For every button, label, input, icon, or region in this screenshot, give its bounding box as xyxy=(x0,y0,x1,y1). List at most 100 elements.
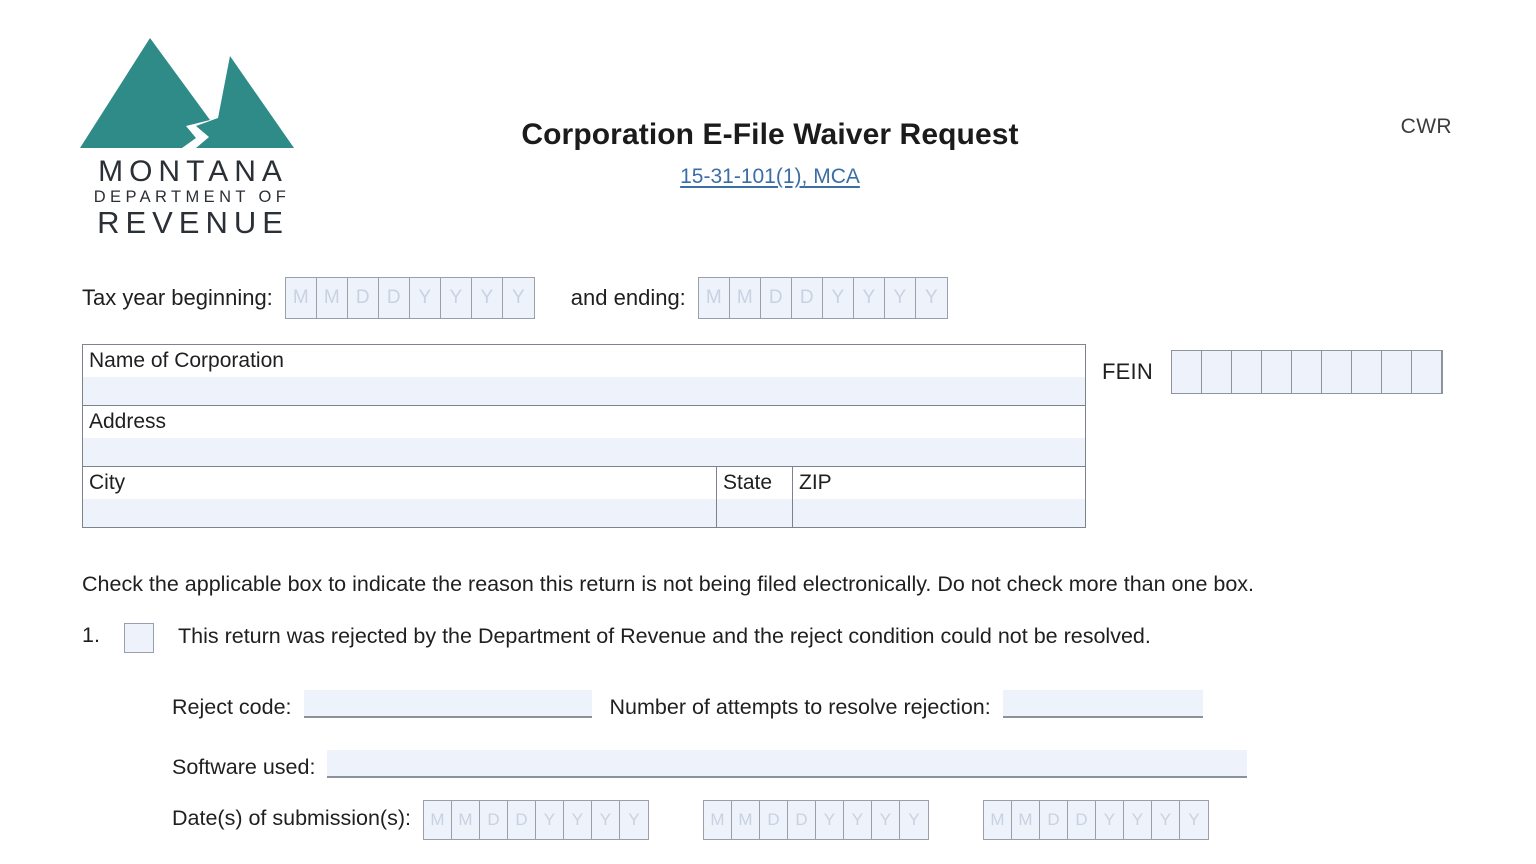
submission-date-3-cell-2[interactable]: M xyxy=(1012,801,1040,839)
address-label: Address xyxy=(89,410,167,433)
tax-year-beginning-cell-1[interactable]: M xyxy=(286,278,317,318)
submission-date-2-cell-4[interactable]: D xyxy=(788,801,816,839)
fein-cell-9[interactable] xyxy=(1412,351,1442,393)
submission-date-2-cell-6[interactable]: Y xyxy=(844,801,872,839)
submission-date-3-cell-3[interactable]: D xyxy=(1040,801,1068,839)
fein-label: FEIN xyxy=(1102,359,1153,384)
tax-year-beginning-cell-5[interactable]: Y xyxy=(410,278,441,318)
attempts-input[interactable] xyxy=(1002,690,1203,718)
tax-year-ending-cell-1[interactable]: M xyxy=(699,278,730,318)
name-of-corporation-input[interactable] xyxy=(83,377,1085,405)
submission-dates-label: Date(s) of submission(s): xyxy=(172,806,411,830)
form-code-label: CWR xyxy=(1400,115,1452,138)
item-1-checkbox[interactable] xyxy=(124,623,154,653)
reject-code-input[interactable] xyxy=(303,690,592,718)
tax-year-ending-cell-6[interactable]: Y xyxy=(854,278,885,318)
page-title: Corporation E-File Waiver Request xyxy=(521,118,1019,151)
tax-year-beginning-cell-8[interactable]: Y xyxy=(511,287,525,308)
address-cell[interactable]: Address xyxy=(83,406,1085,466)
tax-year-ending-cell-3[interactable]: D xyxy=(761,278,792,318)
submission-date-1-cell-8[interactable]: Y xyxy=(628,810,640,829)
submission-date-1-cell-7[interactable]: Y xyxy=(592,801,620,839)
form-header: MONTANA DEPARTMENT OF REVENUE Corporatio… xyxy=(0,0,1536,265)
submission-date-2-cell-5[interactable]: Y xyxy=(816,801,844,839)
instruction-text: Check the applicable box to indicate the… xyxy=(82,572,1255,596)
fein-cell-3[interactable] xyxy=(1232,351,1262,393)
zip-input[interactable] xyxy=(793,499,1085,527)
taxpayer-address-block: Name of Corporation Address City State Z… xyxy=(82,344,1086,528)
agency-logo: MONTANA DEPARTMENT OF REVENUE xyxy=(78,34,306,240)
submission-date-1-cell-1[interactable]: M xyxy=(424,801,452,839)
submission-date-1-cell-4[interactable]: D xyxy=(508,801,536,839)
tax-year-ending-cell-7[interactable]: Y xyxy=(885,278,916,318)
fein-cell-8[interactable] xyxy=(1382,351,1412,393)
fein-cell-6[interactable] xyxy=(1322,351,1352,393)
zip-label: ZIP xyxy=(799,471,832,494)
item-1-number: 1. xyxy=(82,623,100,647)
tax-year-ending-cell-2[interactable]: M xyxy=(730,278,761,318)
state-input[interactable] xyxy=(717,499,792,527)
wordmark-department-of: DEPARTMENT OF xyxy=(93,188,291,207)
submission-date-3-cell-4[interactable]: D xyxy=(1068,801,1096,839)
submission-date-2-cell-2[interactable]: M xyxy=(732,801,760,839)
tax-year-ending-cell-8[interactable]: Y xyxy=(924,287,938,308)
submission-date-3-cell-6[interactable]: Y xyxy=(1124,801,1152,839)
tax-year-beginning-cell-4[interactable]: D xyxy=(379,278,410,318)
tax-year-beginning-cell-2[interactable]: M xyxy=(317,278,348,318)
submission-date-1-cell-3[interactable]: D xyxy=(480,801,508,839)
submission-date-2-cell-1[interactable]: M xyxy=(704,801,732,839)
software-used-input[interactable] xyxy=(327,750,1248,778)
fein-cell-5[interactable] xyxy=(1292,351,1322,393)
city-input[interactable] xyxy=(83,499,716,527)
submission-date-3-cell-5[interactable]: Y xyxy=(1096,801,1124,839)
submission-date-1-cell-6[interactable]: Y xyxy=(564,801,592,839)
wordmark-montana: MONTANA xyxy=(98,155,288,188)
statute-link[interactable]: 15-31-101(1), MCA xyxy=(680,165,860,188)
state-label: State xyxy=(723,471,773,494)
submission-date-1-cell-2[interactable]: M xyxy=(452,801,480,839)
fein-cell-2[interactable] xyxy=(1202,351,1232,393)
tax-year-beginning-cell-3[interactable]: D xyxy=(348,278,379,318)
submission-date-3-cell-7[interactable]: Y xyxy=(1152,801,1180,839)
title-block: Corporation E-File Waiver Request 15-31-… xyxy=(380,118,1160,189)
software-used-row: Software used: xyxy=(172,746,1248,780)
tax-year-ending-cell-4[interactable]: D xyxy=(792,278,823,318)
submission-date-2-cell-7[interactable]: Y xyxy=(872,801,900,839)
state-cell[interactable]: State xyxy=(717,467,793,527)
fein-input[interactable] xyxy=(1170,350,1443,394)
zip-cell[interactable]: ZIP xyxy=(793,467,1085,527)
fein-cell-7[interactable] xyxy=(1352,351,1382,393)
agency-wordmark: MONTANA DEPARTMENT OF REVENUE xyxy=(78,156,302,240)
tax-year-ending-label: and ending: xyxy=(570,285,686,310)
address-input[interactable] xyxy=(83,438,1085,466)
city-state-zip-row: City State ZIP xyxy=(83,467,1085,527)
tax-year-beginning-label: Tax year beginning: xyxy=(82,285,273,310)
fein-cell-1[interactable] xyxy=(1172,351,1202,393)
fein-cell-4[interactable] xyxy=(1262,351,1292,393)
submission-date-3-cell-8[interactable]: Y xyxy=(1188,810,1200,829)
submission-date-2-cell-8[interactable]: Y xyxy=(908,810,920,829)
city-cell[interactable]: City xyxy=(83,467,717,527)
reject-code-label: Reject code: xyxy=(172,695,292,719)
city-label: City xyxy=(89,471,126,494)
name-row: Name of Corporation xyxy=(83,345,1085,406)
submission-date-2-cell-3[interactable]: D xyxy=(760,801,788,839)
tax-year-beginning-cell-6[interactable]: Y xyxy=(441,278,472,318)
tax-year-ending-cell-5[interactable]: Y xyxy=(823,278,854,318)
submission-date-3-cell-1[interactable]: M xyxy=(984,801,1012,839)
name-of-corporation-cell[interactable]: Name of Corporation xyxy=(83,345,1085,405)
reject-details-row: Reject code: Number of attempts to resol… xyxy=(172,686,1203,720)
attempts-label: Number of attempts to resolve rejection: xyxy=(609,695,991,719)
reason-item-1: 1. This return was rejected by the Depar… xyxy=(82,623,1151,653)
submission-date-1-cell-5[interactable]: Y xyxy=(536,801,564,839)
tax-year-beginning-cell-7[interactable]: Y xyxy=(472,278,503,318)
